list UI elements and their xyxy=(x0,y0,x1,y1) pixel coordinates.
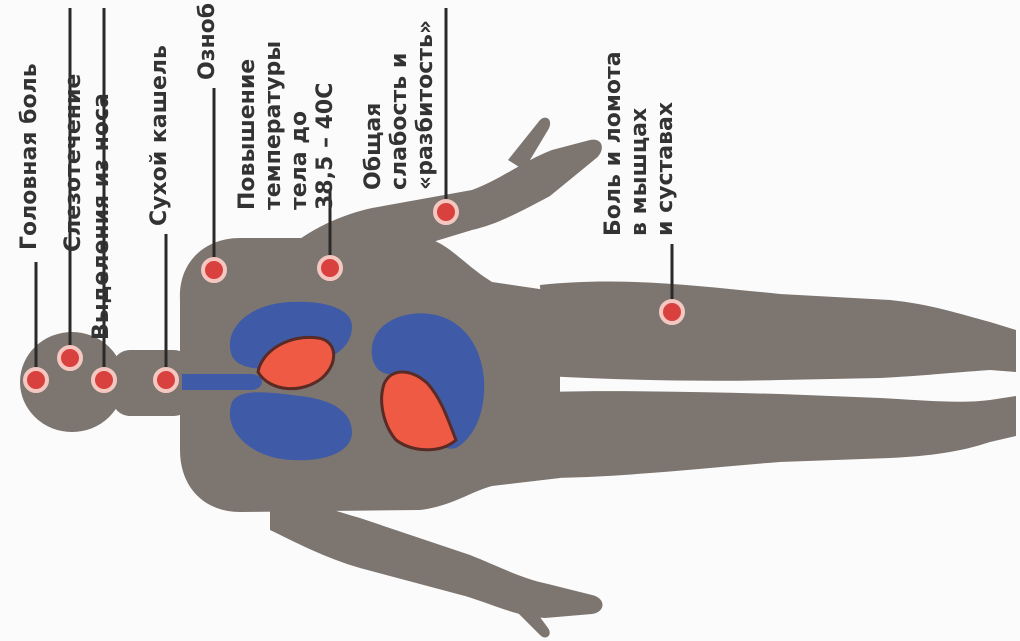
label-aches: Боль и ломота в мышцах и суставах xyxy=(601,44,678,236)
label-cough-line: Сухой кашель xyxy=(147,45,172,226)
label-cough: Сухой кашель xyxy=(147,45,172,226)
label-weakness-line3: «разбитость» xyxy=(413,20,438,190)
marker-headache xyxy=(25,369,47,391)
label-headache: Головная боль xyxy=(17,63,42,250)
label-aches-line1: Боль и ломота xyxy=(601,51,626,236)
label-weakness-line1: Общая xyxy=(361,103,386,190)
left-leg xyxy=(540,281,1016,380)
label-weakness: Общая слабость и «разбитость» xyxy=(361,20,438,190)
label-headache-line: Головная боль xyxy=(17,63,42,250)
label-tearing: Слезотечение xyxy=(61,74,86,252)
marker-chills xyxy=(203,259,225,281)
trachea xyxy=(182,374,262,390)
label-fever-line1: Повышение xyxy=(235,59,260,210)
label-chills: Озноб xyxy=(195,3,220,80)
label-fever-line3: тела до xyxy=(287,111,312,210)
label-aches-line3: и суставах xyxy=(653,102,678,236)
label-aches-line2: в мышцах xyxy=(627,108,652,236)
marker-aches xyxy=(661,301,683,323)
label-fever-line2: температуры xyxy=(261,41,286,210)
right-leg xyxy=(540,391,1016,478)
marker-cough xyxy=(155,369,177,391)
label-weakness-line2: слабость и xyxy=(387,53,412,190)
marker-fever xyxy=(319,257,341,279)
label-nasal: Выделения из носа xyxy=(89,93,114,340)
label-fever-line4: 38,5 – 40С xyxy=(313,83,338,210)
label-chills-line: Озноб xyxy=(195,3,220,80)
label-fever: Повышение температуры тела до 38,5 – 40С xyxy=(235,33,338,210)
label-nasal-line: Выделения из носа xyxy=(89,93,114,340)
label-tearing-line: Слезотечение xyxy=(61,74,86,252)
marker-weakness xyxy=(435,201,457,223)
marker-tearing xyxy=(59,347,81,369)
marker-nasal xyxy=(93,369,115,391)
